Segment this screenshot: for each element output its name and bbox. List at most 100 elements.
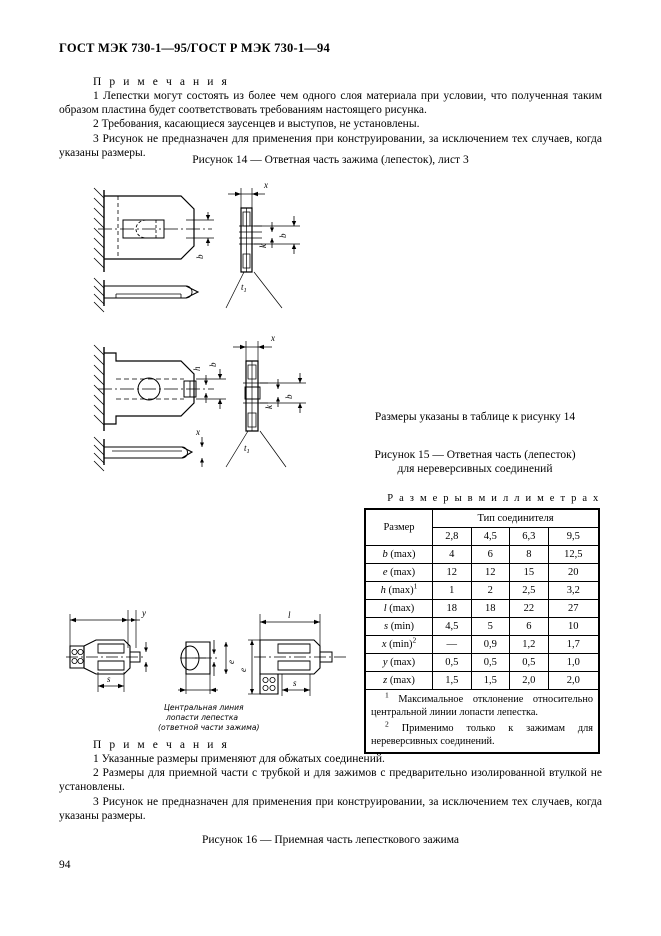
- table-row: s (min) 4,5 5 6 10: [364, 617, 600, 636]
- label-x: x: [195, 427, 200, 437]
- figure-14-drawing: x b b k t1: [93, 180, 300, 313]
- cell: 27: [547, 599, 600, 618]
- notes-bottom-block: П р и м е ч а н и я 1 Указанные размеры …: [59, 739, 602, 823]
- figure-16-caption: Рисунок 16 — Приемная часть лепесткового…: [202, 834, 459, 846]
- label-x: x: [263, 180, 268, 190]
- label-b: b: [208, 362, 218, 367]
- cell: 10: [547, 617, 600, 636]
- label-y: y: [141, 608, 146, 618]
- notes-bottom-item: 1 Указанные размеры применяют для обжаты…: [93, 753, 385, 765]
- figure-15-caption: Рисунок 15 — Ответная часть (лепесток) д…: [330, 448, 620, 476]
- header-size: Размер: [364, 508, 433, 546]
- row-label: s (min): [364, 617, 433, 636]
- label-e: e: [226, 660, 236, 664]
- cell: 2,5: [509, 581, 549, 600]
- cell: —: [432, 635, 472, 654]
- cell: 8: [509, 545, 549, 564]
- cell: 1,7: [547, 635, 600, 654]
- cell: 18: [470, 599, 511, 618]
- label-s: s: [293, 678, 297, 688]
- cell: 0,5: [509, 653, 549, 672]
- label-s: s: [107, 674, 111, 684]
- cell: 12,5: [547, 545, 600, 564]
- cell: 4,5: [432, 617, 472, 636]
- row-label: b (max): [364, 545, 433, 564]
- cell: 1: [432, 581, 472, 600]
- page-number: 94: [59, 859, 71, 871]
- figure-15-drawing: x h b x b k t1: [93, 333, 306, 472]
- notes-top-heading: П р и м е ч а н и я: [93, 76, 230, 88]
- cell: 12: [470, 563, 511, 582]
- cell: 20: [547, 563, 600, 582]
- cell: 3,2: [547, 581, 600, 600]
- label-e: e: [238, 668, 248, 672]
- label-t1: t1: [241, 282, 247, 294]
- dimensions-table: Размер Тип соединителя 2,8 4,5 6,3 9,5 b…: [364, 508, 600, 754]
- cell: 4: [432, 545, 472, 564]
- cell: 2,0: [509, 671, 549, 690]
- row-label: y (max): [364, 653, 433, 672]
- table-footnotes-row: 1 Максимальное отклонение относительно ц…: [364, 689, 600, 754]
- cell: 2: [470, 581, 511, 600]
- notes-top-item: 3 Рисунок не предназначен для применения…: [59, 132, 602, 159]
- cell: 0,5: [432, 653, 472, 672]
- notes-bottom-item: 3 Рисунок не предназначен для применения…: [59, 795, 602, 822]
- figure-15-dimensions-note: Размеры указаны в таблице к рисунку 14: [374, 411, 576, 423]
- figure-15-caption-line2: для нереверсивных соединений: [397, 463, 553, 475]
- row-label: l (max): [364, 599, 433, 618]
- cell: 6: [470, 545, 511, 564]
- label-b: b: [284, 394, 294, 399]
- connector-type: 2,8: [432, 527, 472, 546]
- page-header-standard: ГОСТ МЭК 730-1—95/ГОСТ Р МЭК 730-1—94: [59, 41, 330, 55]
- cell: 0,9: [470, 635, 511, 654]
- notes-top-item: 1 Лепестки могут состоять из более чем о…: [59, 90, 602, 117]
- table-header-row: Размер Тип соединителя: [364, 508, 600, 546]
- table-row: x (min)2 — 0,9 1,2 1,7: [364, 635, 600, 654]
- notes-top-item: 2 Требования, касающиеся заусенцев и выс…: [93, 118, 420, 131]
- cell: 2,0: [547, 671, 600, 690]
- row-label: z (max): [364, 671, 433, 690]
- label-l: l: [288, 610, 291, 620]
- row-label: e (max): [364, 563, 433, 582]
- cell: 0,5: [470, 653, 511, 672]
- cell: 1,0: [547, 653, 600, 672]
- table-row: e (max) 12 12 15 20: [364, 563, 600, 582]
- cell: 6: [509, 617, 549, 636]
- table-footnote: 1 Максимальное отклонение относительно ц…: [371, 690, 594, 718]
- label-b: b: [278, 233, 288, 238]
- notes-bottom-heading: П р и м е ч а н и я: [93, 739, 230, 751]
- cell: 12: [432, 563, 472, 582]
- row-label: x (min)2: [364, 635, 433, 654]
- figure-14-caption: Рисунок 14 — Ответная часть зажима (лепе…: [192, 154, 469, 166]
- cell: 1,5: [470, 671, 511, 690]
- cell: 22: [509, 599, 549, 618]
- header-connector-group: Тип соединителя: [432, 508, 600, 528]
- cell: 5: [470, 617, 511, 636]
- figure-16-drawing: y s e l s e Центральная линия лопасти ле…: [66, 608, 346, 732]
- table-row: y (max) 0,5 0,5 0,5 1,0: [364, 653, 600, 672]
- table-row: z (max) 1,5 1,5 2,0 2,0: [364, 671, 600, 690]
- table-footnote: 2 Применимо только к зажимам для неревер…: [371, 719, 593, 747]
- label-k: k: [258, 243, 268, 248]
- label-h: h: [192, 366, 202, 371]
- notes-bottom-item: 2 Размеры для приемной части с трубкой и…: [59, 767, 602, 794]
- table-row: h (max)1 1 2 2,5 3,2: [364, 581, 600, 600]
- cell: 15: [509, 563, 549, 582]
- notes-top-block: П р и м е ч а н и я 1 Лепестки могут сос…: [59, 76, 602, 160]
- connector-type: 4,5: [470, 527, 511, 546]
- center-line-annotation-line1: Центральная линия: [164, 703, 244, 712]
- center-line-annotation-line2: лопасти лепестка: [165, 713, 238, 722]
- row-label: h (max)1: [364, 581, 433, 600]
- table-footnotes: 1 Максимальное отклонение относительно ц…: [364, 689, 600, 754]
- label-k: k: [264, 404, 274, 409]
- center-line-annotation-line3: (ответной части зажима): [158, 723, 260, 732]
- label-x: x: [270, 333, 275, 343]
- table-units-caption: Р а з м е р ы в м и л л и м е т р а х: [387, 493, 600, 504]
- cell: 18: [432, 599, 472, 618]
- cell: 1,5: [432, 671, 472, 690]
- label-b: b: [195, 254, 205, 259]
- connector-type: 6,3: [509, 527, 549, 546]
- table-row: b (max) 4 6 8 12,5: [364, 545, 600, 564]
- table-row: l (max) 18 18 22 27: [364, 599, 600, 618]
